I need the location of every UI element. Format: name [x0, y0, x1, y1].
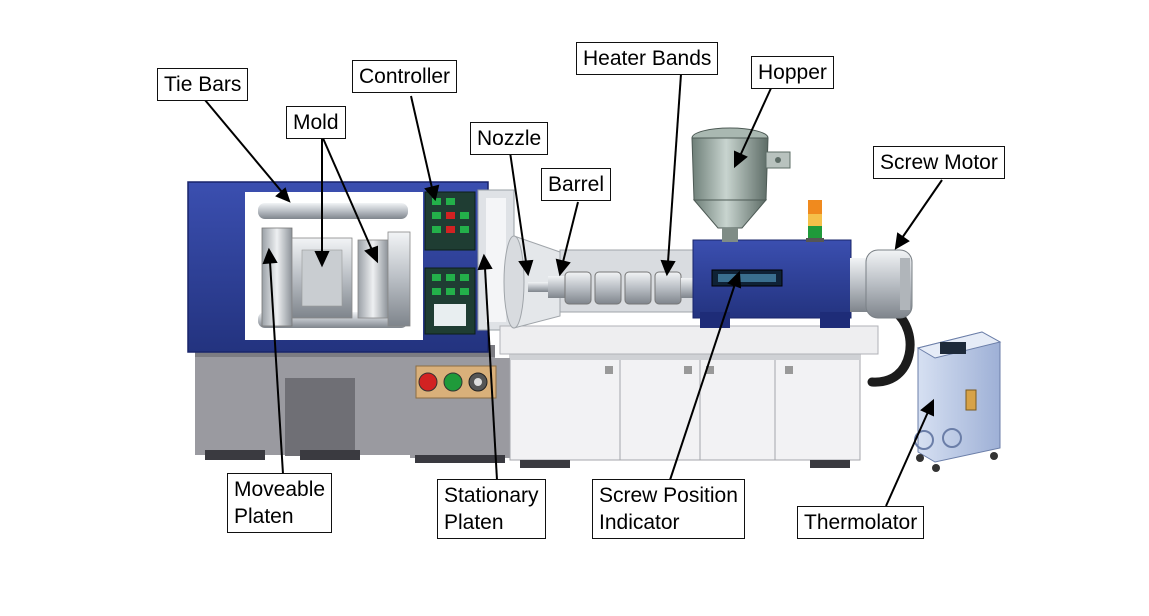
label-moveable-platen-line2: Platen [234, 505, 294, 528]
leader-screw-position-indicator [669, 270, 742, 481]
label-screw-position-indicator-line1: Screw Position [599, 484, 738, 507]
thermolator-hose [867, 307, 915, 387]
label-stationary-platen-line1: Stationary [444, 484, 539, 507]
leader-tie-bars [204, 99, 291, 203]
controller-panel [424, 191, 476, 335]
leader-screw-motor [894, 179, 943, 250]
leader-lines [204, 73, 943, 507]
hopper [691, 127, 791, 242]
leader-thermolator [885, 398, 934, 507]
screw-motor [850, 249, 913, 319]
thermolator [914, 331, 1002, 472]
leader-controller [410, 95, 440, 202]
base-cabinets [499, 325, 879, 468]
label-tie-bars: Tie Bars [157, 68, 249, 101]
leader-mold [314, 135, 378, 268]
label-moveable-platen: Moveable Platen [227, 473, 333, 533]
label-thermolator: Thermolator [797, 506, 925, 539]
leader-hopper [734, 85, 773, 169]
label-screw-motor: Screw Motor [873, 146, 1005, 179]
leader-stationary-platen [477, 253, 498, 481]
label-mold: Mold [286, 106, 346, 139]
button-box [410, 358, 510, 463]
signal-lamp [806, 200, 824, 242]
leader-moveable-platen [262, 247, 284, 475]
injection-unit [503, 235, 701, 329]
label-controller: Controller [352, 60, 458, 93]
leader-heater-bands [660, 73, 682, 277]
leader-nozzle [509, 151, 534, 277]
label-stationary-platen: Stationary Platen [437, 479, 546, 539]
label-heater-bands: Heater Bands [576, 42, 719, 75]
label-nozzle: Nozzle [470, 122, 549, 155]
label-hopper: Hopper [751, 56, 834, 89]
label-barrel: Barrel [541, 168, 612, 201]
leader-barrel [555, 201, 579, 277]
injection-housing [692, 239, 852, 328]
label-moveable-platen-line1: Moveable [234, 478, 326, 501]
label-screw-position-indicator: Screw Position Indicator [592, 479, 745, 539]
label-screw-position-indicator-line2: Indicator [599, 511, 680, 534]
label-stationary-platen-line2: Platen [444, 511, 504, 534]
